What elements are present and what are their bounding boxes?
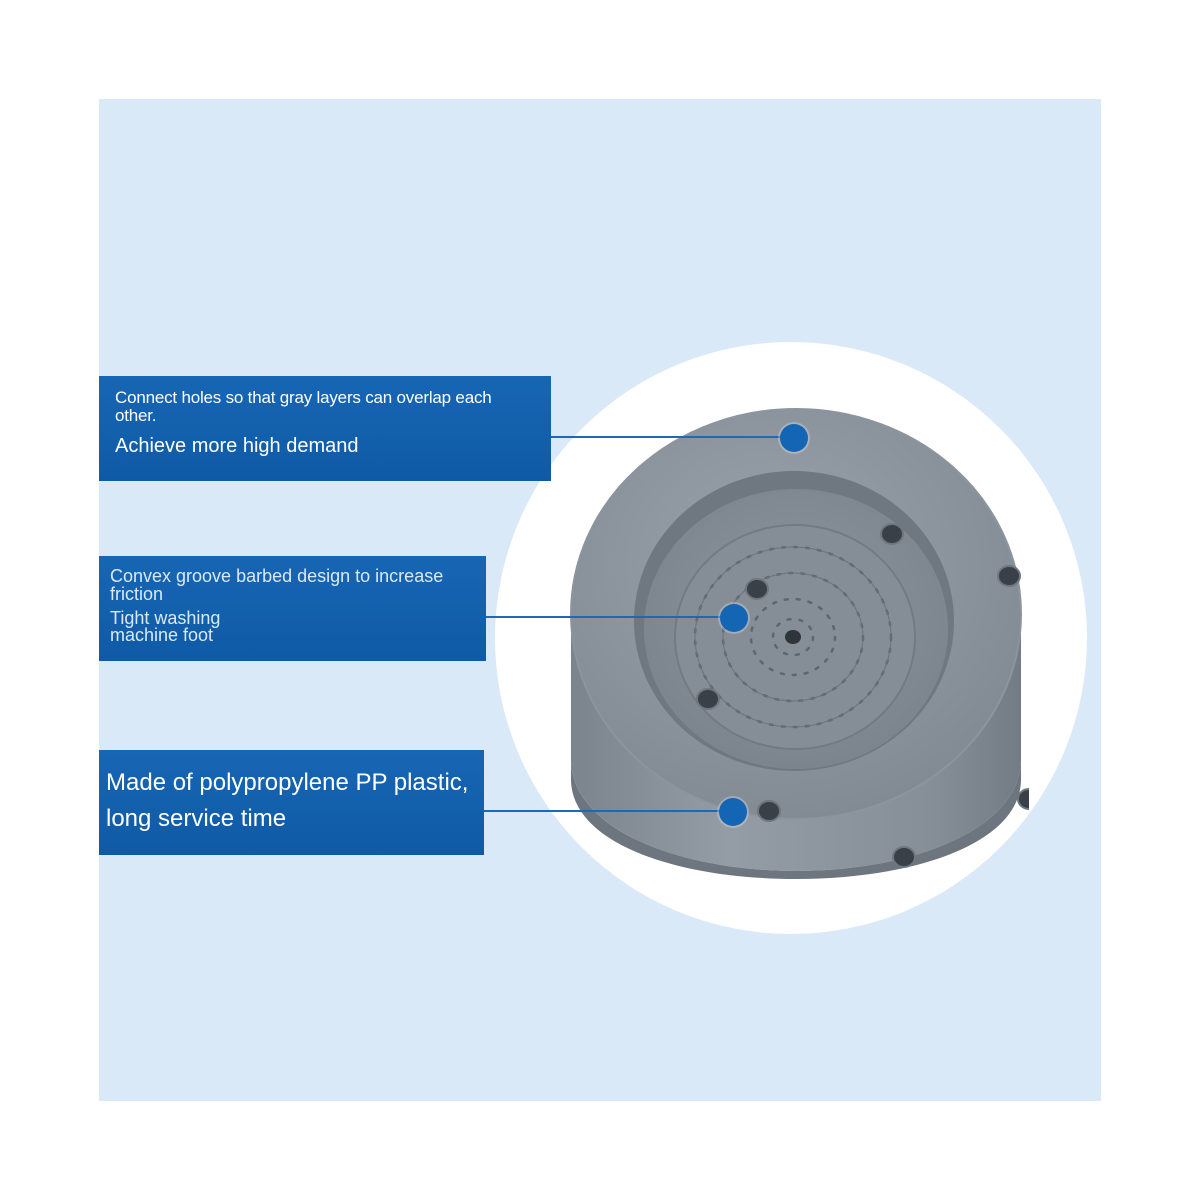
callout-connect-holes-subtext: Achieve more high demand: [115, 435, 359, 457]
callout-material: Made of polypropylene PP plastic, long s…: [99, 750, 484, 855]
callout-groove-design-subtext: Tight washing machine foot: [110, 608, 221, 645]
marker-dot-connect-holes: [780, 424, 808, 452]
marker-dot-groove-design: [720, 604, 748, 632]
leader-line-groove-design: [486, 616, 736, 618]
callout-connect-holes-text: Connect holes so that gray layers can ov…: [115, 388, 492, 425]
leader-line-connect-holes: [551, 436, 793, 438]
leader-line-material: [484, 810, 734, 812]
callout-material-text: Made of polypropylene PP plastic, long s…: [106, 769, 469, 832]
washing-machine-foot-pad-icon: [570, 408, 1029, 879]
callout-connect-holes: Connect holes so that gray layers can ov…: [99, 376, 551, 481]
callout-groove-design: Convex groove barbed design to increase …: [99, 556, 486, 661]
marker-dot-material: [719, 798, 747, 826]
callout-groove-design-text: Convex groove barbed design to increase …: [110, 566, 444, 604]
product-image-panel: Connect holes so that gray layers can ov…: [99, 99, 1101, 1101]
